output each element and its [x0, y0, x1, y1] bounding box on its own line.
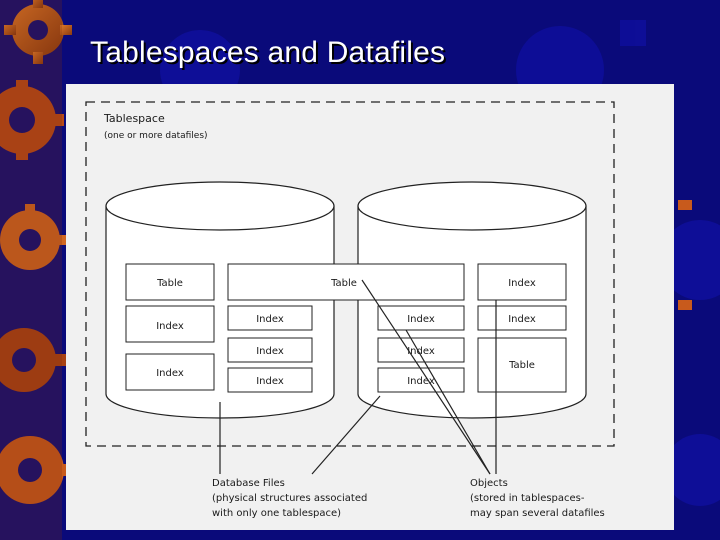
gear-icon — [0, 328, 66, 392]
callout-line-objects-index — [405, 329, 491, 475]
index-label-left-lower: Index — [156, 368, 184, 379]
index-label-cyl1-row1: Index — [256, 314, 284, 325]
table-label-spanning: Table — [330, 278, 357, 289]
callout-objects-line2: may span several datafiles — [470, 508, 605, 519]
callout-line-objects-table — [361, 279, 491, 475]
index-label-cyl2-row1: Index — [407, 314, 435, 325]
slide-title: Tablespaces and Datafiles — [90, 36, 446, 69]
table-box-spanning — [227, 263, 465, 301]
index-label-left-upper: Index — [156, 321, 184, 332]
index-box-right-row1 — [477, 305, 567, 331]
index-box-cyl1-row2 — [227, 337, 313, 363]
index-box-cyl2-row2 — [377, 337, 465, 363]
table-box-left — [125, 263, 215, 301]
table-label-right: Table — [508, 360, 535, 371]
index-box-top-right — [477, 263, 567, 301]
table-label-left: Table — [156, 278, 183, 289]
gear-icon — [4, 0, 72, 64]
index-box-left-upper — [125, 305, 215, 343]
callout-database-files-line2: with only one tablespace) — [212, 508, 341, 519]
index-box-cyl1-row3 — [227, 367, 313, 393]
index-box-cyl1-row1 — [227, 305, 313, 331]
callout-objects-line1: (stored in tablespaces- — [470, 493, 585, 504]
tablespace-subtitle: (one or more datafiles) — [104, 131, 208, 141]
tablespace-boundary — [85, 101, 615, 447]
index-label-cyl1-row3: Index — [256, 376, 284, 387]
callout-objects-title: Objects — [470, 478, 508, 489]
index-label-cyl2-row3: Index — [407, 376, 435, 387]
table-box-right — [477, 337, 567, 393]
index-box-left-lower — [125, 353, 215, 391]
gear-icon — [0, 204, 66, 270]
callout-line-datafiles-right — [311, 395, 381, 475]
index-label-right-row1: Index — [508, 314, 536, 325]
diagram-panel: Tablespace (one or more datafiles) Table… — [66, 84, 674, 530]
index-box-cyl2-row3 — [377, 367, 465, 393]
tablespace-title: Tablespace — [103, 112, 165, 125]
index-label-cyl1-row2: Index — [256, 346, 284, 357]
index-label-cyl2-row2: Index — [407, 346, 435, 357]
index-label-top-right: Index — [508, 278, 536, 289]
tablespace-diagram: Tablespace (one or more datafiles) Table… — [85, 101, 615, 519]
callout-database-files-title: Database Files — [212, 478, 285, 489]
gear-icon — [0, 80, 64, 160]
callout-database-files-line1: (physical structures associated — [212, 493, 367, 504]
